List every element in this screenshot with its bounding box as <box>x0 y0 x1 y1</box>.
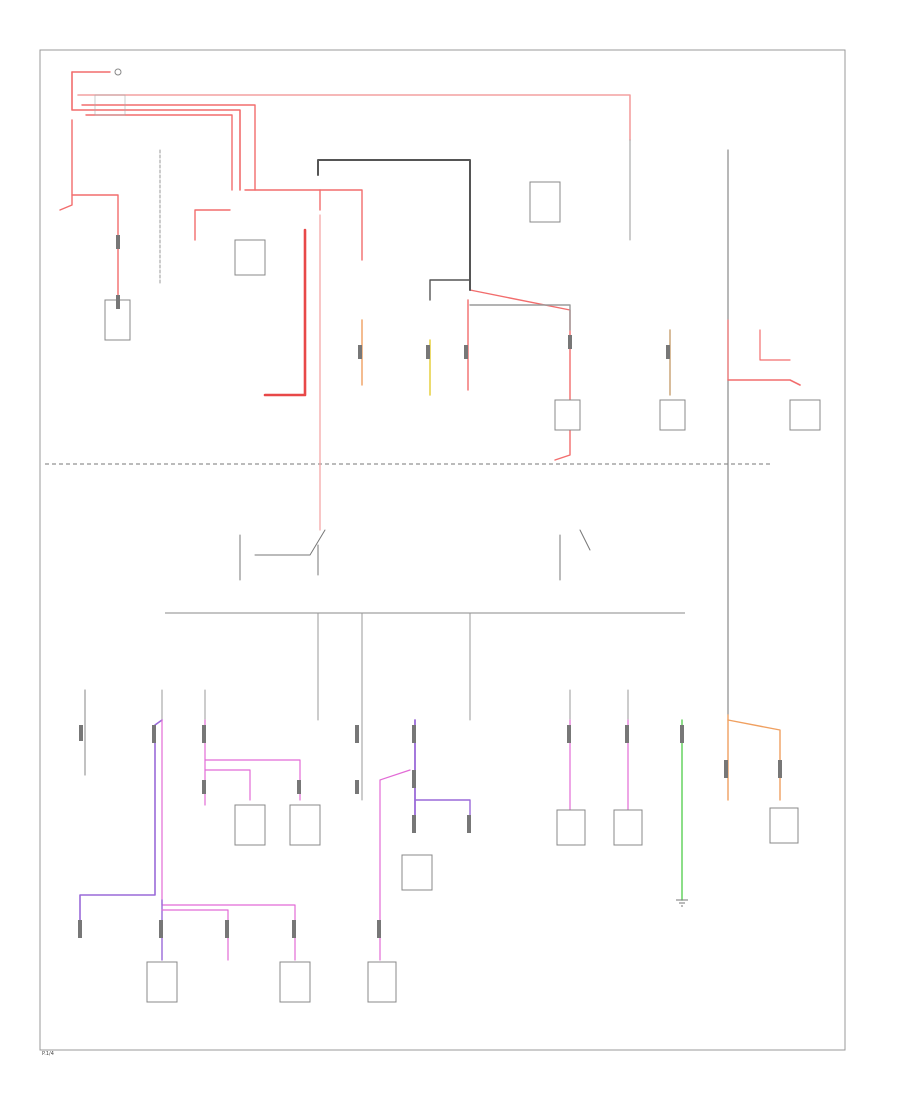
fuse-relay-box-left <box>234 239 266 276</box>
purple-circuits <box>79 719 471 961</box>
relay-box-lower-center <box>554 399 581 431</box>
inline-connectors <box>78 235 782 938</box>
ground-symbol <box>676 899 688 907</box>
diagram-frame <box>39 49 846 1051</box>
right-side-wires <box>629 139 801 801</box>
pink-circuits <box>204 719 629 811</box>
relay-box-right-lower <box>659 399 686 431</box>
component-modules-lower <box>146 181 799 1003</box>
relay-box-far-right <box>789 399 821 431</box>
lower-drops <box>161 612 629 801</box>
ground-feed-wires <box>159 149 571 396</box>
ignition-switch-area <box>239 529 591 581</box>
battery-cluster <box>94 68 821 431</box>
page-label: P.1/4 <box>42 1051 54 1057</box>
battery-feed-wires <box>59 71 631 531</box>
